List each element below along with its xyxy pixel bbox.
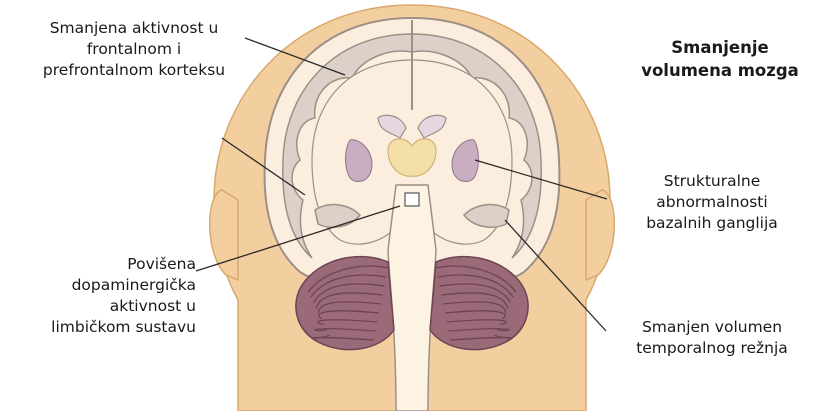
label-basal-ganglia: Strukturalne abnormalnosti bazalnih gang…	[612, 171, 812, 234]
midbrain-marker	[405, 193, 419, 206]
right-ear	[586, 190, 614, 280]
label-temporal-lobe: Smanjen volumen temporalnog režnja	[612, 317, 812, 359]
label-frontal-cortex: Smanjena aktivnost u frontalnom i prefro…	[18, 18, 250, 81]
diagram-title: Smanjenje volumena mozga	[630, 36, 810, 82]
left-ear	[210, 190, 238, 280]
brainstem	[388, 185, 436, 411]
label-dopamine-limbic: Povišena dopaminergička aktivnost u limb…	[40, 254, 196, 338]
